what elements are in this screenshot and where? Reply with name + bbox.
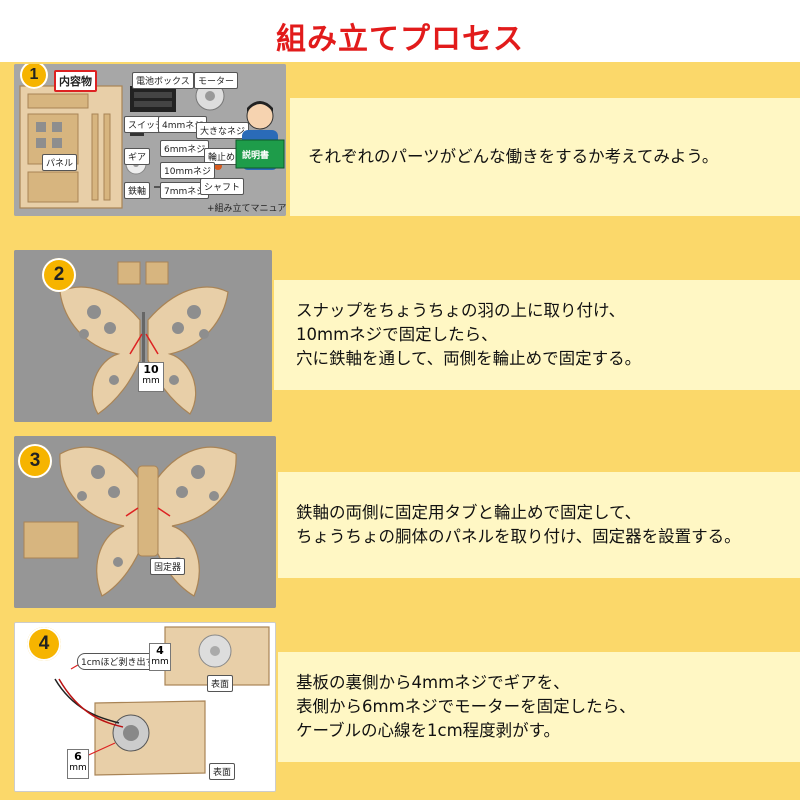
- step2-photo: 2 10 mm: [14, 250, 272, 422]
- step1-description: それぞれのパーツがどんな働きをするか考えてみよう。: [308, 145, 718, 169]
- screw-6mm-label: 6mmネジ: [160, 140, 210, 157]
- step4-description-box: 基板の裏側から4mmネジでギアを、 表側から6mmネジでモーターを固定したら、 …: [278, 652, 800, 762]
- screw-4mm-tag: 4 mm: [149, 643, 171, 671]
- wheel-stop-label: 輪止め: [204, 148, 240, 165]
- step1-line-1: それぞれのパーツがどんな働きをするか考えてみよう。: [308, 147, 719, 166]
- step1-badge: 1: [20, 64, 48, 89]
- title-bar: 組み立てプロセス: [0, 0, 800, 62]
- strip-label: 1cmほど剥き出す: [77, 653, 159, 670]
- step3-line-1: 鉄軸の両側に固定用タブと輪止めで固定して、: [296, 503, 642, 522]
- boy-reading-manual-icon: 説明書: [232, 96, 288, 176]
- screw-4mm-unit: mm: [151, 657, 169, 667]
- step4-badge: 4: [27, 627, 61, 661]
- step4-line-1: 基板の裏側から4mmネジでギアを、: [296, 673, 570, 692]
- large-screw-label: 大きなネジ: [196, 122, 250, 139]
- battery-box-label: 電池ボックス: [132, 72, 194, 89]
- screw-6mm-unit: mm: [69, 763, 87, 773]
- step4-line-3: ケーブルの心線を1cm程度剥がす。: [296, 721, 561, 740]
- step4-line-2: 表側から6mmネジでモーターを固定したら、: [296, 697, 636, 716]
- screw-6mm-tag: 6 mm: [67, 749, 89, 779]
- shaft-label: シャフト: [200, 178, 245, 195]
- step2-badge: 2: [42, 258, 76, 292]
- front-label-bottom: 表面: [209, 763, 236, 780]
- gear-label: ギア: [124, 148, 151, 165]
- iron-shaft-label: 鉄軸: [124, 182, 151, 199]
- step4-photo: 4 1cmほど剥き出す 4 mm 表面 6 mm 表面: [14, 622, 276, 792]
- screw-10mm-value: 10: [143, 363, 159, 376]
- panel-label: パネル: [42, 154, 78, 171]
- step3-photo: 3 固定器: [14, 436, 276, 608]
- step2-description-box: スナップをちょうちょの羽の上に取り付け、 10mmネジで固定したら、 穴に鉄軸を…: [274, 280, 800, 390]
- contents-label: 内容物: [54, 70, 97, 92]
- manual-label: +組み立てマニュアル: [207, 204, 286, 214]
- step3-badge: 3: [18, 444, 52, 478]
- screw-6mm-value: 6: [74, 750, 82, 763]
- step2-line-1: スナップをちょうちょの羽の上に取り付け、: [296, 301, 626, 320]
- motor-label: モーター: [194, 72, 239, 89]
- step3-line-2: ちょうちょの胴体のパネルを取り付け、固定器を設置する。: [296, 527, 741, 546]
- screw-10mm-label: 10mmネジ: [160, 162, 215, 179]
- step1-description-box: それぞれのパーツがどんな働きをするか考えてみよう。: [290, 98, 800, 216]
- screw-10mm-unit: mm: [142, 376, 160, 386]
- step3-description: 鉄軸の両側に固定用タブと輪止めで固定して、 ちょうちょの胴体のパネルを取り付け、…: [296, 501, 741, 549]
- step3-description-box: 鉄軸の両側に固定用タブと輪止めで固定して、 ちょうちょの胴体のパネルを取り付け、…: [278, 472, 800, 578]
- butterfly-body-illustration: [14, 436, 276, 608]
- butterfly-wings-illustration: [14, 250, 272, 422]
- screw-10mm-tag: 10 mm: [138, 362, 164, 392]
- step2-description: スナップをちょうちょの羽の上に取り付け、 10mmネジで固定したら、 穴に鉄軸を…: [296, 299, 641, 371]
- step2-line-3: 穴に鉄軸を通して、両側を輪止めで固定する。: [296, 349, 642, 368]
- front-label-top: 表面: [207, 675, 234, 692]
- fixture-label: 固定器: [150, 558, 186, 575]
- step4-description: 基板の裏側から4mmネジでギアを、 表側から6mmネジでモーターを固定したら、 …: [296, 671, 636, 743]
- manual-cover-text: 説明書: [242, 151, 270, 161]
- page-title: 組み立てプロセス: [276, 22, 524, 57]
- step2-line-2: 10mmネジで固定したら、: [296, 325, 498, 344]
- screw-4mm-value: 4: [156, 644, 164, 657]
